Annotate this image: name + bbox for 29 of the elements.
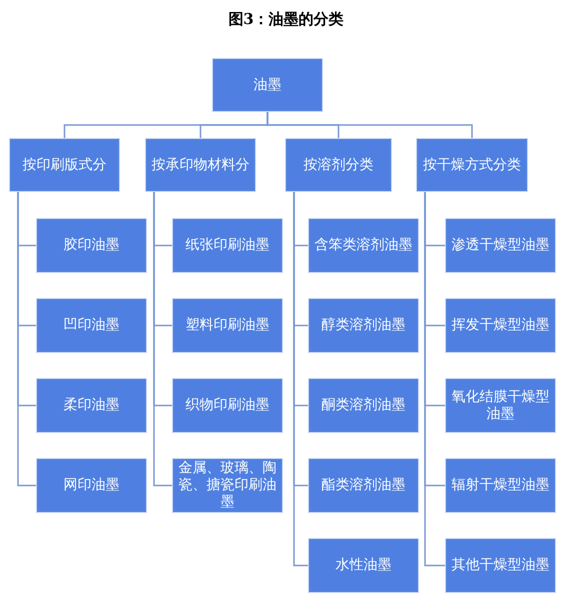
item-box: 醇类溶剂油墨 — [308, 298, 419, 353]
item-box: 辐射干燥型油墨 — [445, 458, 556, 513]
item-box: 酮类溶剂油墨 — [308, 378, 419, 433]
item-box: 渗透干燥型油墨 — [445, 218, 556, 273]
item-box: 网印油墨 — [36, 458, 147, 513]
connector-line — [153, 192, 172, 486]
item-box: 氧化结膜干燥型油墨 — [445, 378, 556, 433]
item-box: 水性油墨 — [308, 538, 419, 593]
item-box: 挥发干燥型油墨 — [445, 298, 556, 353]
item-box: 含笨类溶剂油墨 — [308, 218, 419, 273]
category-box: 按承印物材料分 — [145, 138, 256, 192]
item-box: 塑料印刷油墨 — [172, 298, 283, 353]
category-box: 按溶剂分类 — [285, 138, 392, 192]
root-box: 油墨 — [212, 58, 323, 112]
connector-line — [17, 192, 36, 486]
item-box: 酯类溶剂油墨 — [308, 458, 419, 513]
item-box: 胶印油墨 — [36, 218, 147, 273]
category-box: 按印刷版式分 — [9, 138, 120, 192]
item-box: 凹印油墨 — [36, 298, 147, 353]
item-box: 织物印刷油墨 — [172, 378, 283, 433]
item-box: 其他干燥型油墨 — [445, 538, 556, 593]
item-box: 柔印油墨 — [36, 378, 147, 433]
item-box: 纸张印刷油墨 — [172, 218, 283, 273]
category-box: 按干燥方式分类 — [416, 138, 528, 192]
diagram-title: 图3：油墨的分类 — [227, 10, 345, 29]
connector-line — [266, 112, 473, 138]
connector-line — [424, 192, 445, 566]
connector-line — [293, 192, 308, 566]
item-box: 金属、玻璃、陶瓷、搪瓷印刷油墨 — [172, 458, 283, 513]
